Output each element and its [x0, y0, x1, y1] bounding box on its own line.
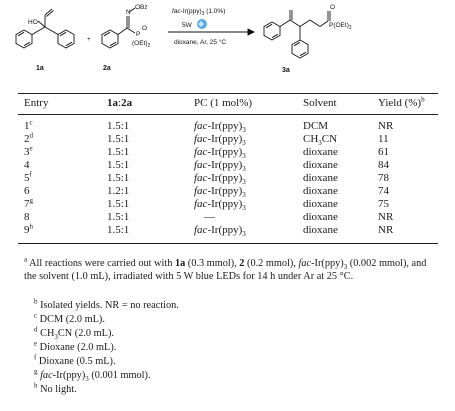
ratio-cell: 1.5:1 — [107, 211, 130, 223]
oxime-n-label: N — [126, 9, 131, 16]
solvent-cell: CH3CN — [303, 133, 338, 148]
yield-cell: 78 — [378, 172, 389, 184]
yield-cell: 61 — [378, 146, 389, 158]
solvent-cell: dioxane — [303, 224, 338, 236]
photocatalyst-cell: fac-Ir(ppy)3 — [194, 185, 246, 200]
photocatalyst-cell: — — [204, 211, 215, 223]
compound-label-1a: 1a — [36, 65, 44, 72]
ratio-cell: 1.5:1 — [107, 159, 130, 171]
footnote-c: c DCM (2.0 mL). — [34, 311, 105, 325]
table-row: 8 — [24, 211, 30, 223]
ethoxy-label: (OEt)2 — [132, 40, 151, 49]
footnote-a: a All reactions were carried out with 1a… — [24, 255, 427, 282]
ratio-cell: 1.5:1 — [107, 172, 130, 184]
catalyst-label: fac-Ir(ppy)3 (1.0%) — [172, 8, 225, 17]
reactant-2a-structure — [101, 7, 136, 49]
table-bottom-rule — [18, 243, 438, 244]
yield-cell: NR — [378, 211, 394, 223]
solvent-cell: dioxane — [303, 211, 338, 223]
ratio-cell: 1.2:1 — [107, 185, 130, 197]
yield-cell: 75 — [378, 198, 389, 210]
product-o-label: O — [330, 4, 335, 11]
compound-label-3a: 3a — [282, 67, 290, 74]
ratio-cell: 1.5:1 — [107, 146, 130, 158]
bulb-icon — [197, 19, 207, 29]
yield-cell: 11 — [378, 133, 389, 145]
photocatalyst-cell: fac-Ir(ppy)3 — [194, 198, 246, 213]
light-source-label: 5W — [182, 22, 193, 29]
plus-sign: + — [87, 36, 91, 43]
compound-label-2a: 2a — [103, 65, 111, 72]
photocatalyst-cell: fac-Ir(ppy)3 — [194, 120, 246, 135]
table-row: 7g — [24, 196, 33, 210]
ratio-cell: 1.5:1 — [107, 120, 130, 132]
footnote-d: d CH3CN (2.0 mL). — [34, 325, 114, 342]
solvent-cell: dioxane — [303, 159, 338, 171]
reactant-1a-structure — [15, 8, 75, 49]
table-row: 4 — [24, 159, 30, 171]
header-solvent: Solvent — [303, 97, 337, 109]
yield-cell: NR — [378, 120, 394, 132]
table-row: 6 — [24, 185, 30, 197]
yield-cell: 74 — [378, 185, 389, 197]
yield-cell: NR — [378, 224, 394, 236]
solvent-cell: dioxane — [303, 146, 338, 158]
ratio-cell: 1.5:1 — [107, 224, 130, 236]
photocatalyst-cell: fac-Ir(ppy)3 — [194, 159, 246, 174]
photocatalyst-cell: fac-Ir(ppy)3 — [194, 224, 246, 239]
reaction-scheme: HO N OBz P O (OEt)2 + fac-Ir(ppy)3 (1.0%… — [15, 4, 352, 74]
table-row: 3e — [24, 144, 33, 158]
leaving-group-label: OBz — [135, 4, 148, 11]
footnote-f: f Dioxane (0.5 mL). — [34, 353, 116, 367]
header-photocatalyst: PC (1 mol%) — [194, 97, 253, 109]
solvent-cell: dioxane — [303, 172, 338, 184]
header-yield: Yield (%)b — [378, 95, 425, 109]
hydroxyl-label: HO — [28, 19, 38, 26]
reaction-arrow — [168, 28, 256, 36]
table-row: 1c — [24, 118, 33, 132]
conditions-label: dioxane, Ar, 25 °C — [174, 38, 226, 46]
footnote-e: e Dioxane (2.0 mL). — [34, 339, 117, 353]
ratio-cell: 1.5:1 — [107, 198, 130, 210]
footnote-g: g fac-Ir(ppy)3 (0.001 mmol). — [34, 367, 151, 384]
table-row: 9h — [24, 222, 33, 236]
product-3a-structure — [263, 10, 331, 59]
table-top-rule — [18, 93, 438, 94]
photocatalyst-cell: fac-Ir(ppy)3 — [194, 146, 246, 161]
header-entry: Entry — [24, 97, 49, 109]
product-phosphonate-label: P(OEt)2 — [329, 22, 352, 31]
table-row: 5f — [24, 170, 32, 184]
phosphoryl-o-label: O — [142, 25, 147, 32]
solvent-cell: dioxane — [303, 198, 338, 210]
footnote-h: h No light. — [34, 381, 77, 395]
solvent-cell: DCM — [303, 120, 329, 132]
phosphorus-label: P — [136, 31, 140, 38]
photocatalyst-cell: fac-Ir(ppy)3 — [194, 133, 246, 148]
table-header-rule — [18, 114, 438, 115]
header-ratio: 1a:2a — [107, 97, 133, 109]
solvent-cell: dioxane — [303, 185, 338, 197]
photocatalyst-cell: fac-Ir(ppy)3 — [194, 172, 246, 187]
ratio-cell: 1.5:1 — [107, 133, 130, 145]
table-row: 2d — [24, 131, 33, 145]
yield-cell: 84 — [378, 159, 389, 171]
footnote-b: b Isolated yields. NR = no reaction. — [34, 297, 179, 311]
